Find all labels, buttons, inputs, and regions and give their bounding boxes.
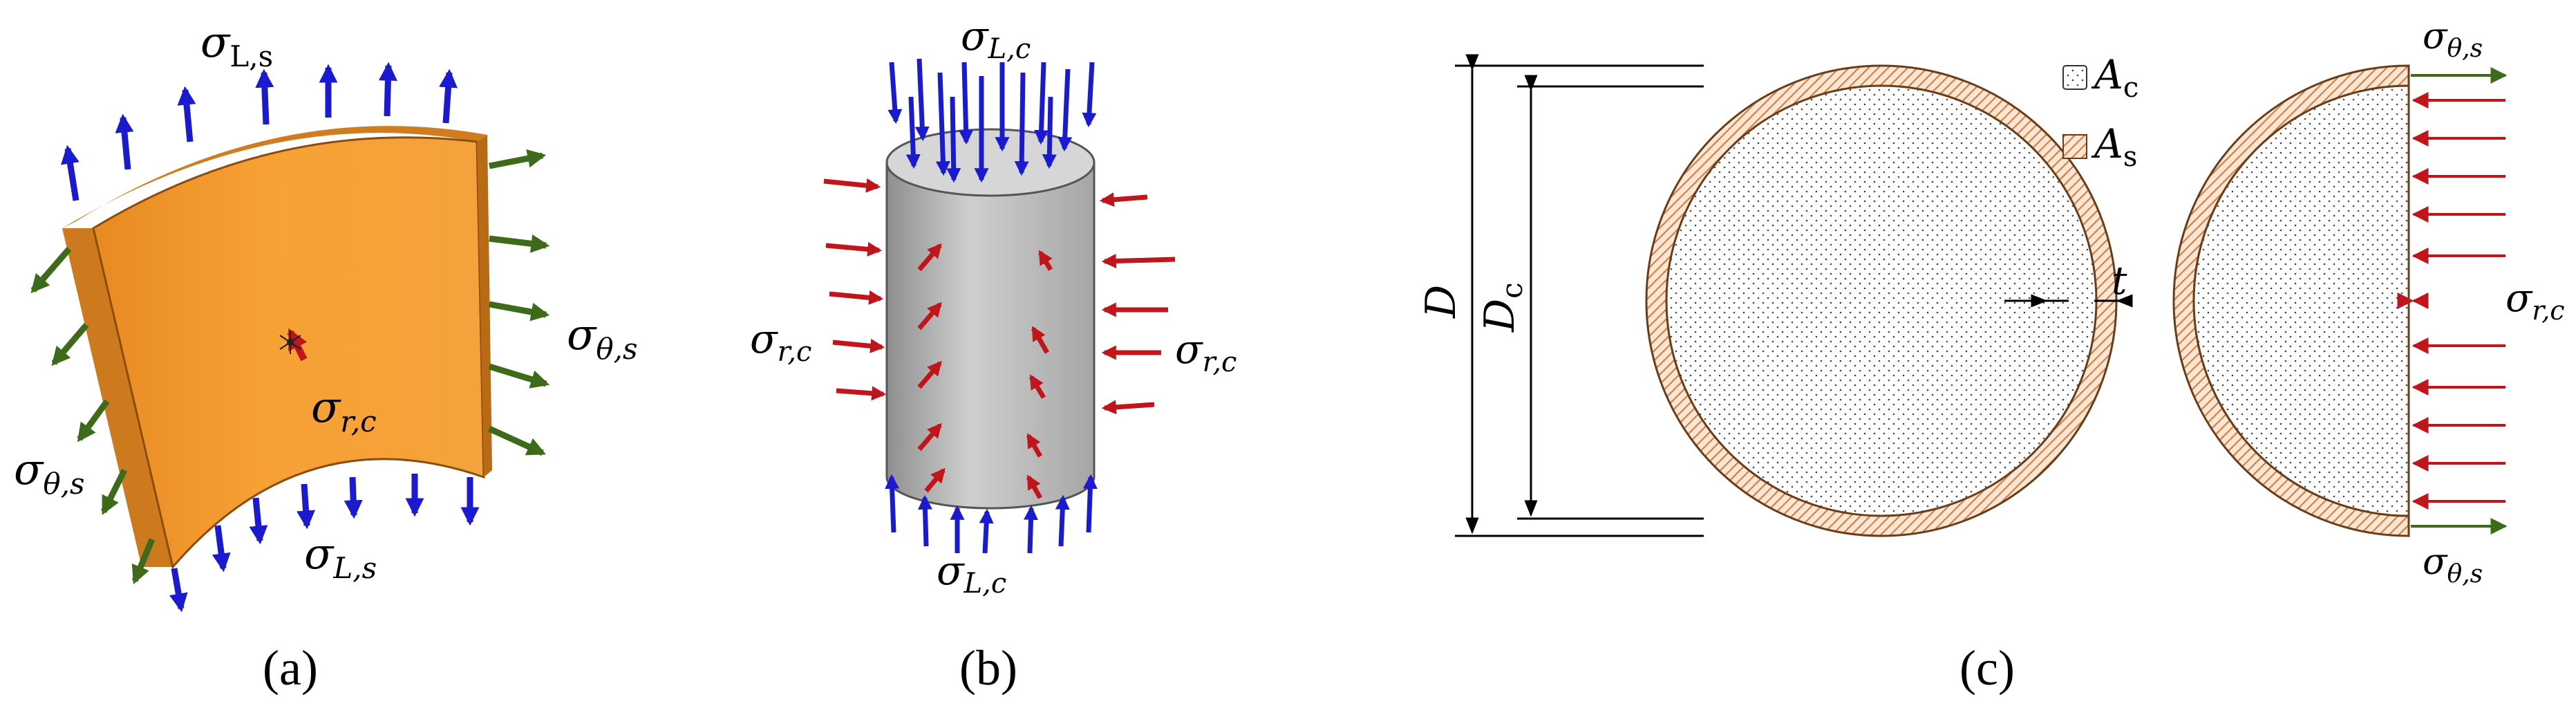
label-sigma-L-c-bottom: σL,c bbox=[937, 547, 1006, 600]
legend-swatch-steel bbox=[2062, 134, 2087, 159]
label-sigma-r-c-right: σr,c bbox=[1175, 326, 1237, 378]
steel-tube-segment-right-edge bbox=[477, 135, 492, 477]
caption-b: (b) bbox=[959, 640, 1017, 696]
concrete-core-body bbox=[885, 161, 1096, 510]
label-sigma-L-c-top: σL,c bbox=[961, 12, 1031, 65]
steel-tube-segment-top-edge bbox=[62, 126, 487, 228]
radial-stress-arrow bbox=[279, 328, 308, 362]
panel-a: σL,s σθ,s σr,c σθ,s σL,s (a) bbox=[14, 17, 638, 696]
legend-swatch-concrete bbox=[2062, 65, 2087, 90]
legend-label-steel: As bbox=[2091, 120, 2137, 173]
caption-c: (c) bbox=[1959, 640, 2015, 696]
label-sigma-L-s-bottom: σL,s bbox=[304, 528, 377, 585]
steel-tube-segment-side bbox=[62, 228, 173, 567]
caption-a: (a) bbox=[263, 640, 318, 696]
thickness-label: t bbox=[2112, 259, 2127, 304]
dimension-lines bbox=[1455, 54, 1704, 537]
panel-b: σL,c σr,c σr,c σL,c (b) bbox=[750, 12, 1237, 696]
radial-stress-arrows-left bbox=[823, 178, 887, 401]
axial-stress-arrows-bottom bbox=[885, 474, 1098, 554]
label-sigma-theta-s-top: σθ,s bbox=[2423, 16, 2483, 63]
panel-c: D Dc t Ac As bbox=[1417, 16, 2565, 696]
radial-stress-arrows-right bbox=[1099, 192, 1176, 415]
label-sigma-r-c-left: σr,c bbox=[750, 315, 811, 368]
label-sigma-theta-s-left: σθ,s bbox=[14, 444, 85, 501]
half-concrete-core bbox=[2192, 84, 2410, 517]
legend: Ac As bbox=[2062, 51, 2138, 173]
concrete-core-top bbox=[885, 128, 1096, 197]
label-sigma-r-c: σr,c bbox=[2506, 276, 2565, 326]
axial-stress-arrows-bottom bbox=[169, 474, 480, 613]
axial-stress-arrows-top bbox=[887, 58, 1097, 183]
label-sigma-r-c: σr,c bbox=[311, 382, 377, 438]
dimension-D: D bbox=[1417, 285, 1465, 319]
label-sigma-L-s-top: σL,s bbox=[200, 17, 273, 73]
dimension-Dc: Dc bbox=[1476, 282, 1529, 333]
radial-stress-arrows bbox=[2412, 92, 2506, 510]
radial-stress-arrows-body bbox=[917, 243, 1053, 499]
hoop-stress-arrows-right bbox=[488, 149, 550, 456]
hoop-stress-arrows-left bbox=[30, 247, 156, 584]
label-sigma-theta-s-bottom: σθ,s bbox=[2423, 541, 2483, 588]
label-sigma-theta-s-right: σθ,s bbox=[567, 309, 638, 366]
axial-stress-arrows-top bbox=[61, 62, 458, 201]
legend-label-concrete: Ac bbox=[2091, 51, 2138, 104]
